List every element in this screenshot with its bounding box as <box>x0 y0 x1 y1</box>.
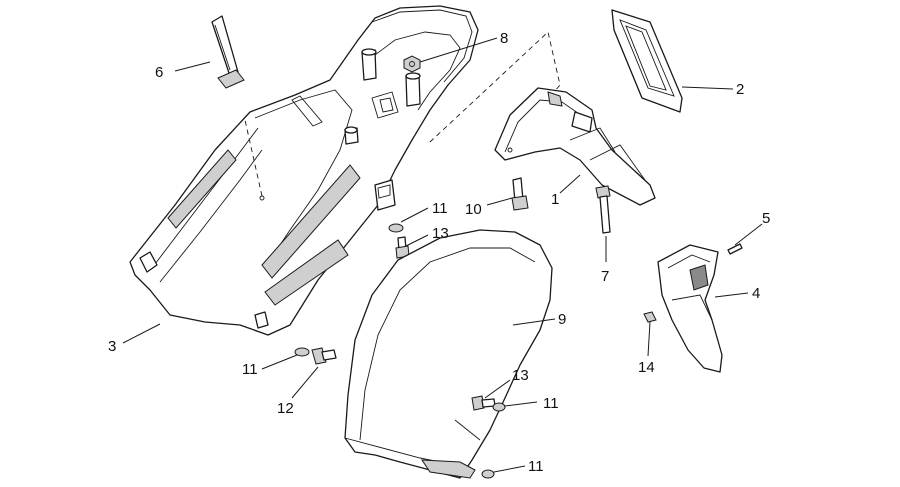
callout-11-bottom: 11 <box>528 458 544 475</box>
nut-part-14 <box>643 311 657 323</box>
callout-12: 12 <box>277 400 294 417</box>
callout-5: 5 <box>762 210 770 227</box>
hook-part <box>211 15 245 89</box>
callout-13-right: 13 <box>512 367 529 384</box>
callout-11-right: 11 <box>543 395 559 412</box>
washer-part-11-left <box>294 347 310 357</box>
callout-2: 2 <box>736 81 744 98</box>
callout-3: 3 <box>108 338 116 355</box>
callout-10: 10 <box>465 201 482 218</box>
screw-part-12 <box>311 347 337 365</box>
assembly-dashed-line-short <box>244 119 263 197</box>
small-screw-part-5 <box>727 243 743 255</box>
callout-8: 8 <box>500 30 508 47</box>
screw-part-13-right <box>471 395 496 411</box>
callout-9: 9 <box>558 311 566 328</box>
mud-flap <box>657 244 723 373</box>
license-plate-frame <box>611 9 683 113</box>
callout-1: 1 <box>551 191 559 208</box>
washer-part-11-bottom <box>481 469 495 479</box>
screw-part-13-center <box>395 236 410 259</box>
callout-7: 7 <box>601 268 609 285</box>
callout-11-left: 11 <box>242 361 258 378</box>
plate-holder-bracket <box>494 87 656 206</box>
rear-body-panel <box>129 5 479 336</box>
nut-part <box>403 55 421 73</box>
front-mudguard <box>344 229 553 479</box>
callout-11-center: 11 <box>432 200 448 217</box>
callout-14: 14 <box>638 359 655 376</box>
callout-13-center: 13 <box>432 225 449 242</box>
washer-part-11-right <box>492 402 506 412</box>
long-bolt-part-7 <box>595 185 611 234</box>
leader-lines <box>122 37 763 473</box>
callout-6: 6 <box>155 64 163 81</box>
callout-4: 4 <box>752 285 760 302</box>
washer-part-11-center <box>388 223 404 233</box>
bolt-part-10 <box>511 177 529 211</box>
callout-labels: 6 8 2 1 10 11 13 7 5 4 14 9 3 11 12 13 1… <box>108 30 770 475</box>
